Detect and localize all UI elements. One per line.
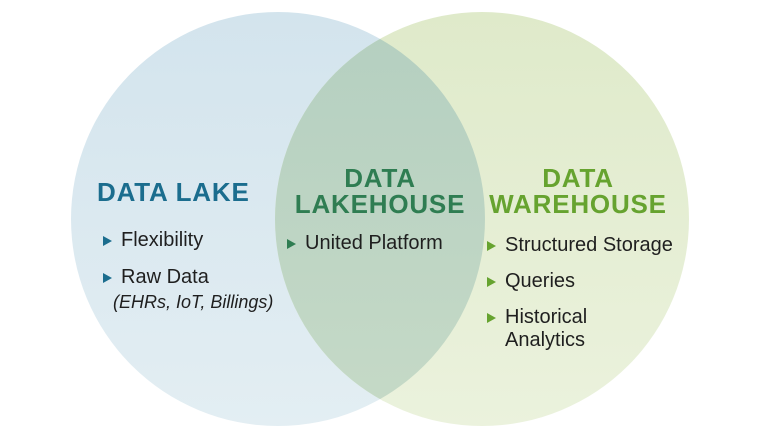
list-item-label: Raw Data (EHRs, IoT, Billings): [113, 266, 273, 315]
bullet-arrow-icon: [103, 235, 112, 246]
list-item-label: Flexibility: [121, 229, 204, 251]
bullet-arrow-icon: [487, 312, 496, 323]
warehouse-title-line2: WAREHOUSE: [489, 188, 667, 219]
list-item: United Platform: [287, 232, 443, 255]
lakehouse-title-line1: DATA: [344, 162, 416, 193]
bullet-arrow-icon: [287, 238, 296, 249]
lakehouse-title-line2: LAKEHOUSE: [294, 188, 466, 219]
warehouse-title: DATA WAREHOUSE: [468, 165, 688, 217]
list-item-label: United Platform: [305, 232, 443, 254]
lake-item-list: Flexibility Raw Data (EHRs, IoT, Billing…: [103, 229, 273, 329]
list-item-text: Raw Data: [121, 266, 209, 288]
list-item-label: Queries: [505, 270, 576, 292]
warehouse-title-line1: DATA: [542, 162, 614, 193]
list-item: Queries: [487, 270, 687, 293]
bullet-arrow-icon: [487, 276, 496, 287]
list-item: Raw Data (EHRs, IoT, Billings): [103, 266, 273, 315]
lakehouse-item-list: United Platform: [287, 232, 443, 269]
list-item-label: Historical Analytics: [505, 306, 588, 351]
lake-title: DATA LAKE: [97, 176, 250, 207]
list-item-label: Structured Storage: [505, 234, 673, 256]
list-item: Structured Storage: [487, 234, 687, 257]
warehouse-item-list: Structured Storage Queries Historical An…: [487, 234, 687, 365]
bullet-arrow-icon: [103, 272, 112, 283]
list-item: Flexibility: [103, 229, 273, 252]
list-item-note: (EHRs, IoT, Billings): [113, 292, 274, 312]
lakehouse-title: DATA LAKEHOUSE: [270, 165, 490, 217]
list-item: Historical Analytics: [487, 306, 687, 352]
bullet-arrow-icon: [487, 240, 496, 251]
lakehouse-overlap: [275, 12, 485, 426]
